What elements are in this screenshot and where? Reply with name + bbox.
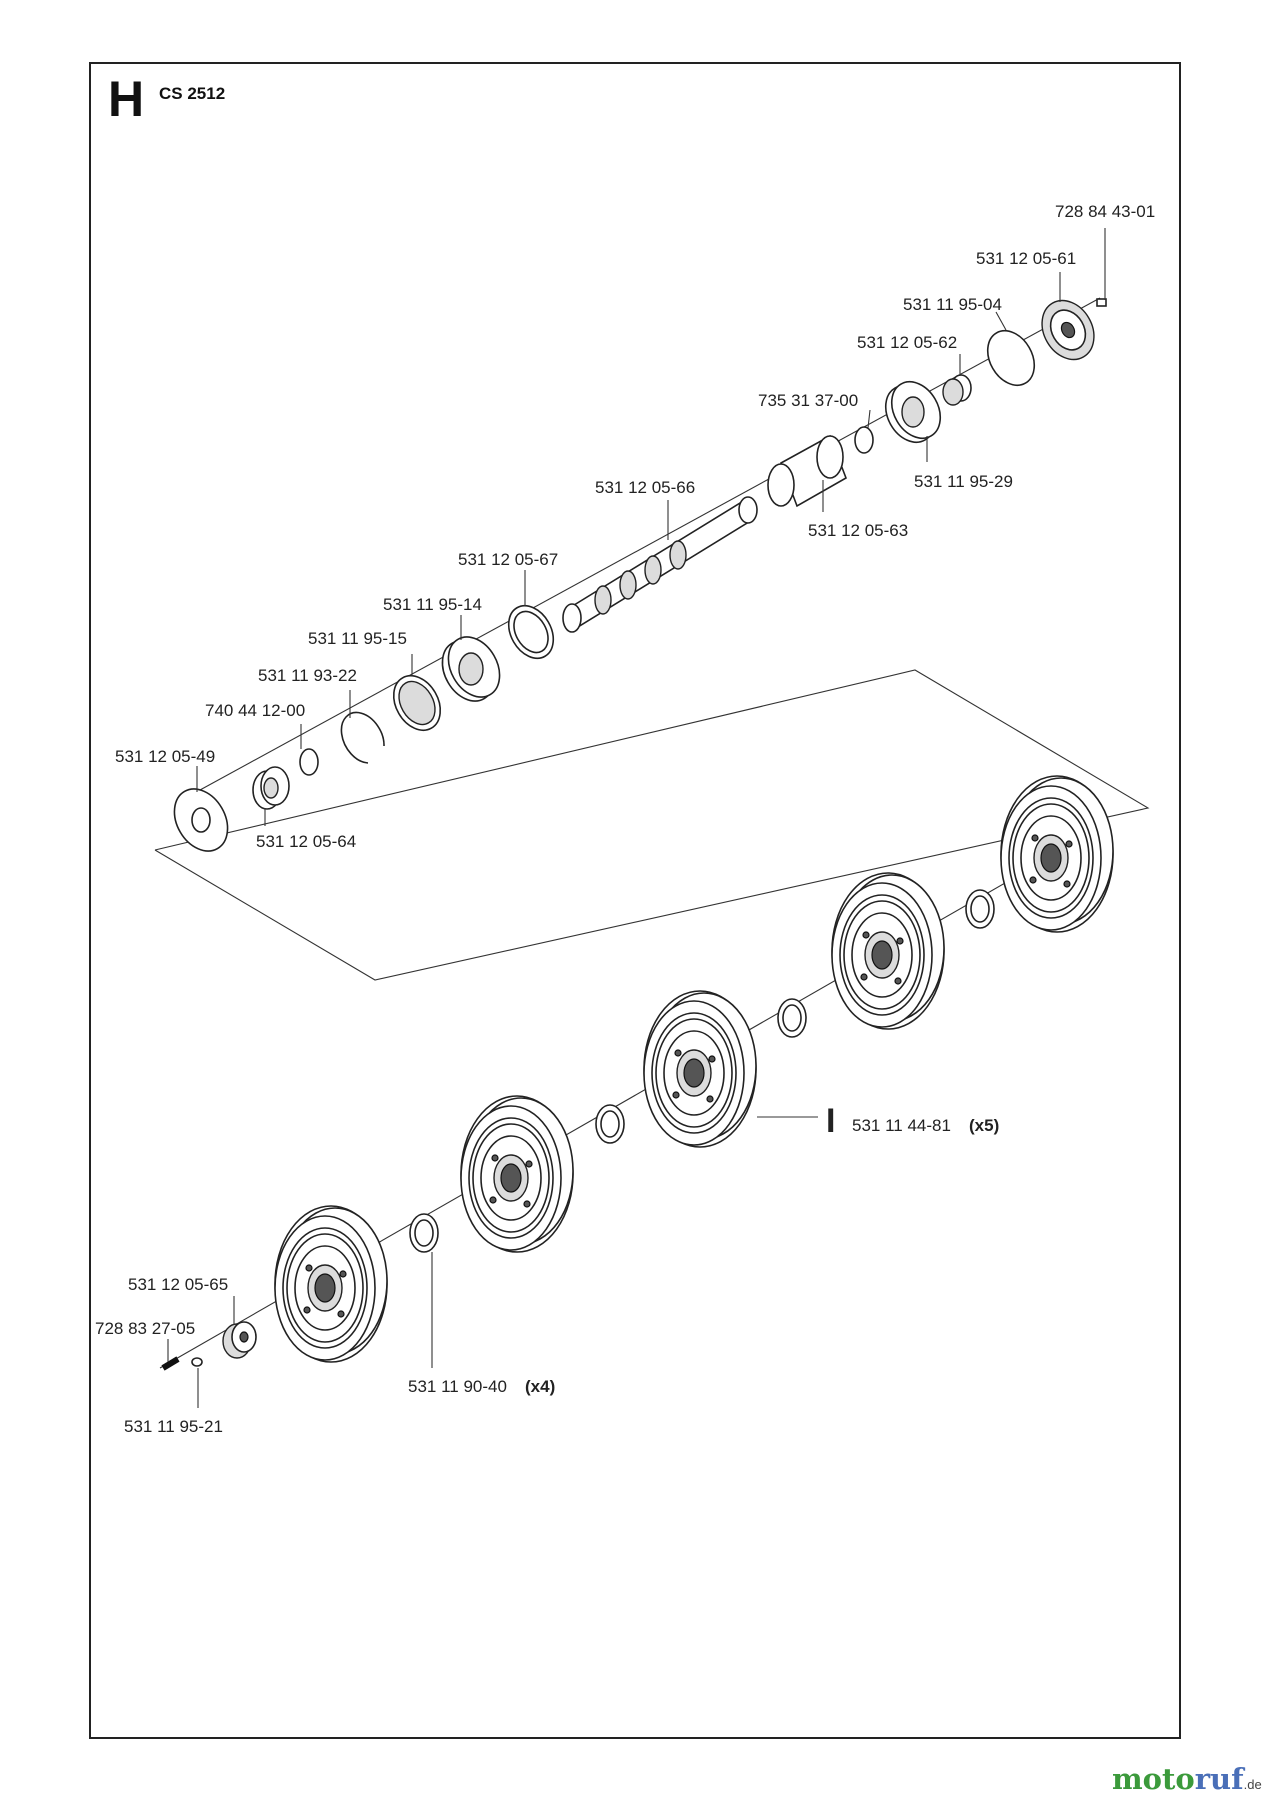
qty-531-11-44-81: (x5) <box>969 1116 999 1135</box>
label-740-44-12-00: 740 44 12-00 <box>205 701 305 720</box>
label-728-83-27-05: 728 83 27-05 <box>95 1319 195 1338</box>
label-531-12-05-61: 531 12 05-61 <box>976 249 1076 268</box>
pulley-1 <box>274 1205 388 1363</box>
end-nut <box>222 1321 257 1359</box>
flange-washer <box>173 788 229 852</box>
pulley-5 <box>1000 775 1114 933</box>
bolt <box>161 1356 180 1371</box>
bearing-left <box>441 636 501 702</box>
label-531-12-05-63: 531 12 05-63 <box>808 521 908 540</box>
small-circlip <box>299 748 319 776</box>
model-label: CS 2512 <box>159 84 226 103</box>
key-pin <box>191 1357 203 1367</box>
pulley-2 <box>460 1095 574 1253</box>
bearing-right <box>884 380 942 444</box>
diagram-frame <box>89 62 1181 1739</box>
washer-4 <box>965 889 995 929</box>
qty-531-11-90-40: (x4) <box>525 1377 555 1396</box>
label-531-11-95-29: 531 11 95-29 <box>914 472 1013 491</box>
shaft <box>562 496 758 633</box>
section-letter: H <box>108 71 145 127</box>
label-728-84-43-01: 728 84 43-01 <box>1055 202 1155 221</box>
label-735-31-37-00: 735 31 37-00 <box>758 391 858 410</box>
label-531-11-95-15: 531 11 95-15 <box>308 629 407 648</box>
washer-3 <box>777 998 807 1038</box>
o-ring <box>986 329 1036 387</box>
end-cap <box>1041 299 1095 361</box>
spacer-sleeve-small <box>942 374 972 406</box>
group-frame <box>154 669 1150 981</box>
sleeve <box>767 434 847 508</box>
label-531-11-95-14: 531 11 95-14 <box>383 595 482 614</box>
label-531-12-05-67: 531 12 05-67 <box>458 550 558 569</box>
label-531-11-95-21: 531 11 95-21 <box>124 1417 223 1436</box>
bushing <box>252 766 290 810</box>
motoruf-logo: motoruf.de <box>1112 1762 1262 1796</box>
label-531-12-05-62: 531 12 05-62 <box>857 333 957 352</box>
pulley-3 <box>643 990 757 1148</box>
label-531-11-93-22: 531 11 93-22 <box>258 666 357 685</box>
washer-2 <box>595 1104 625 1144</box>
label-531-11-90-40: 531 11 90-40 <box>408 1377 507 1396</box>
seal-ring <box>392 674 442 732</box>
label-531-12-05-65: 531 12 05-65 <box>128 1275 228 1294</box>
leader-lines <box>167 228 1106 1408</box>
label-531-12-05-66: 531 12 05-66 <box>595 478 695 497</box>
label-531-11-95-04: 531 11 95-04 <box>903 295 1002 314</box>
retaining-ring <box>340 711 385 764</box>
subassembly-ref-letter: I <box>826 1102 835 1140</box>
washer-1 <box>409 1213 439 1253</box>
washer-67 <box>507 604 555 660</box>
label-531-12-05-64: 531 12 05-64 <box>256 832 356 851</box>
upper-shaft-axis <box>199 297 1101 791</box>
label-531-11-44-81: 531 11 44-81 <box>852 1116 951 1135</box>
grease-nipple <box>1096 298 1107 307</box>
pulley-4 <box>831 872 945 1030</box>
circlip-right <box>854 426 874 454</box>
label-531-12-05-49: 531 12 05-49 <box>115 747 215 766</box>
